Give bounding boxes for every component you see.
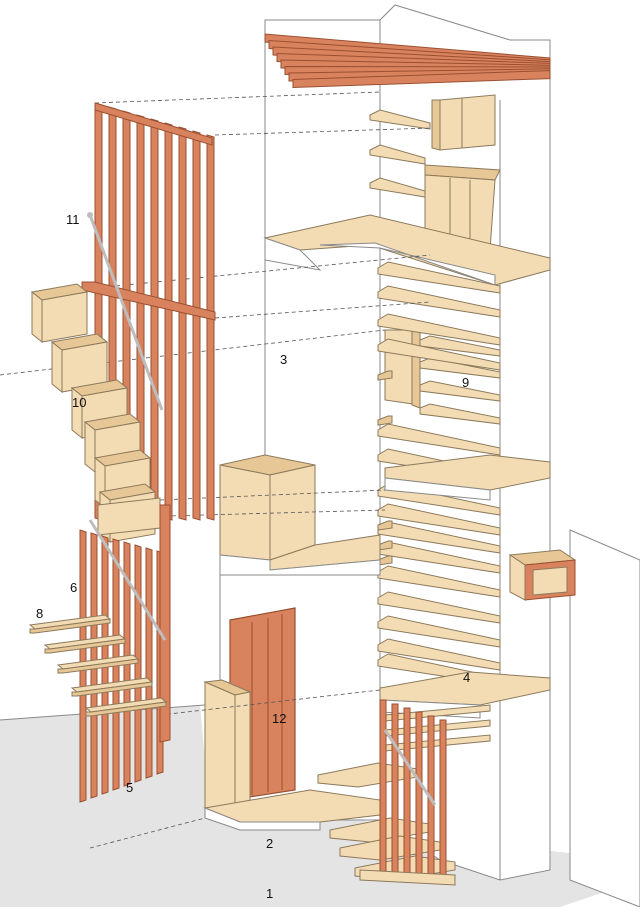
roof-beams	[264, 33, 551, 89]
lower-slat	[403, 707, 411, 881]
right-low-wall	[569, 529, 640, 907]
left-slat	[145, 547, 153, 779]
upper-handrail	[88, 214, 164, 411]
label-10: 10	[72, 395, 86, 410]
tread-edge	[29, 618, 111, 634]
upper-slat	[192, 130, 201, 521]
upper-slat	[178, 126, 187, 521]
label-11: 11	[66, 212, 80, 227]
lower-handrail	[383, 729, 437, 806]
stair-tread	[377, 423, 501, 456]
block-stair	[30, 283, 161, 544]
lower-slat	[379, 699, 387, 881]
label-3: 3	[280, 352, 287, 367]
block-side	[84, 420, 96, 474]
unit-shelf	[419, 403, 501, 425]
lower-base-tread	[359, 869, 456, 886]
tread-end	[377, 415, 393, 426]
lower-slat	[391, 703, 399, 881]
unit-shelf	[419, 380, 501, 402]
tread-edge	[71, 681, 153, 697]
tread-edge	[57, 658, 139, 674]
label-6: 6	[70, 580, 77, 595]
upper-shelf	[369, 109, 431, 130]
label-2: 2	[266, 836, 273, 851]
left-post	[159, 504, 171, 743]
label-8: 8	[36, 606, 43, 621]
label-12: 12	[272, 711, 286, 726]
upper-slat	[150, 118, 159, 521]
tread-end	[377, 370, 393, 381]
handrail-bracket-top	[87, 212, 93, 218]
lower-slat	[439, 719, 447, 881]
stair-tread	[377, 503, 501, 536]
stair-tread	[377, 565, 501, 598]
lower-floor-slab	[203, 789, 381, 831]
tread-edge	[85, 701, 167, 717]
wall-niche-box	[508, 549, 577, 601]
upper-landing	[263, 214, 551, 286]
upper-shelf	[369, 177, 426, 198]
unit-shelf	[419, 335, 501, 357]
stair-tread	[377, 285, 501, 318]
upper-cabinet	[431, 94, 496, 151]
stair-tread	[377, 591, 501, 624]
stair-tread	[377, 338, 501, 371]
lower-slat-frame	[359, 699, 456, 886]
floating-treads	[28, 614, 168, 717]
left-slat-frame	[79, 504, 171, 803]
lower-wardrobe	[203, 679, 252, 816]
tread-edge	[44, 638, 126, 654]
stair-tread	[377, 313, 501, 346]
block-base	[97, 497, 161, 536]
block-front	[41, 291, 88, 343]
label-9: 9	[462, 375, 469, 390]
tread-end	[377, 520, 393, 531]
stair-tread	[377, 638, 501, 671]
middle-landing	[384, 454, 551, 501]
lower-slat	[415, 711, 423, 881]
roof-beam	[292, 70, 551, 89]
upper-slat	[164, 122, 173, 521]
stair-tread	[377, 615, 501, 648]
middle-handrail	[88, 519, 167, 641]
stair-tread	[377, 261, 501, 294]
block-side	[31, 290, 43, 344]
label-5: 5	[126, 780, 133, 795]
label-4: 4	[463, 670, 470, 685]
upper-shelf	[369, 144, 426, 165]
label-1: 1	[266, 886, 273, 901]
upper-slat	[206, 134, 215, 521]
block-side	[51, 340, 63, 394]
upper-shelves	[369, 109, 431, 198]
